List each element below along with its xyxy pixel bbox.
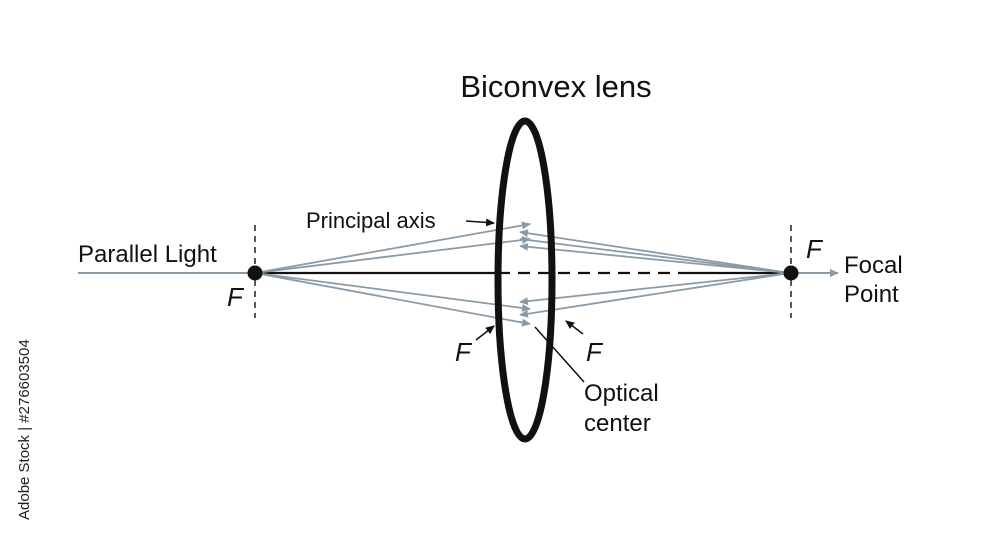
focal-point-label-line1: Focal (844, 252, 903, 279)
right-focus-point (783, 265, 799, 281)
right-lens-f-pointer (565, 320, 584, 335)
principal-axis-label: Principal axis (306, 208, 436, 233)
lens-right-f-label: F (586, 337, 604, 367)
lens-left-f-label: F (455, 337, 473, 367)
stock-watermark-text: Adobe Stock | #276603504 (16, 339, 33, 520)
left-focus-f-label: F (227, 282, 245, 312)
principal-axis-pointer (465, 218, 495, 227)
left-lens-f-pointer (475, 325, 495, 341)
diagram-title: Biconvex lens (460, 69, 651, 104)
left-rays (254, 221, 531, 327)
left-focus-point (247, 265, 263, 281)
focal-point-label-line2: Point (844, 281, 899, 308)
parallel-light-label: Parallel Light (78, 241, 217, 268)
right-rays (519, 229, 791, 318)
biconvex-lens (494, 117, 556, 443)
optical-center-label-line2: center (584, 410, 651, 437)
optical-center-label-line1: Optical (584, 380, 659, 407)
right-focus-f-label: F (806, 234, 824, 264)
optical-center-pointer (534, 326, 585, 383)
